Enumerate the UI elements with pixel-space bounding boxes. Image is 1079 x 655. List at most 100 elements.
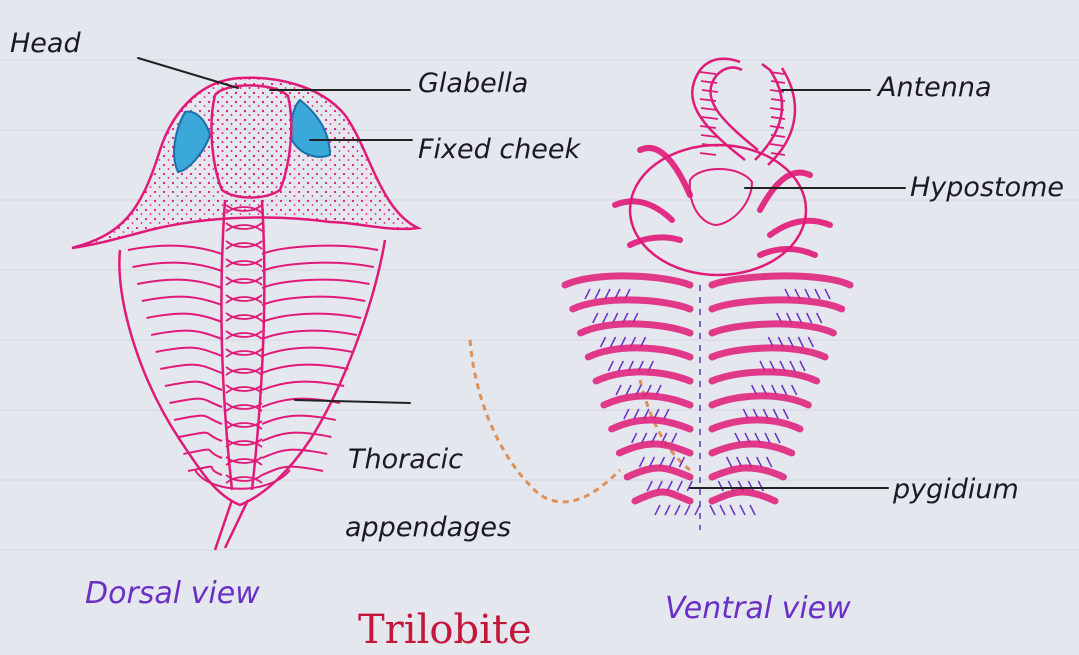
pleural-segment-right xyxy=(262,314,361,322)
leg-left xyxy=(573,300,690,309)
pleural-segment-left xyxy=(188,467,222,475)
leg-right xyxy=(712,276,850,285)
leg-right xyxy=(712,396,808,405)
axial-ring xyxy=(226,331,262,339)
pleural-segment-left xyxy=(142,297,222,305)
antenna-band-left xyxy=(700,126,716,128)
pleural-segment-right xyxy=(262,348,353,356)
leg-left xyxy=(596,372,690,381)
antenna-band-left xyxy=(700,99,716,101)
pleural-segment-left xyxy=(174,416,222,424)
dorsal-trilobite xyxy=(72,78,418,550)
pleural-segment-right xyxy=(262,331,357,339)
label-thoracic-appendages-line1: Thoracic xyxy=(348,444,463,475)
antenna-band-right xyxy=(771,153,785,155)
antenna-band-right xyxy=(771,99,785,101)
gill-branch-right xyxy=(718,481,723,491)
gill-branch-left xyxy=(665,505,670,515)
leg-right xyxy=(712,420,800,429)
leg-left xyxy=(581,324,690,333)
cephalon xyxy=(72,78,418,248)
glabella xyxy=(211,85,291,197)
gill-branch-right xyxy=(792,385,797,395)
gill-branch-right xyxy=(782,385,787,395)
axial-ring xyxy=(226,421,262,429)
diagram-title: Trilobite xyxy=(358,607,532,653)
gill-branch-left xyxy=(585,289,590,299)
pleural-segment-left xyxy=(183,450,222,458)
gill-branch-right xyxy=(790,361,795,371)
label-thoracic-appendages-line2: appendages xyxy=(345,512,511,543)
gill-branch-right xyxy=(720,505,725,515)
axial-ring xyxy=(226,241,262,249)
ventral-trilobite xyxy=(565,59,850,530)
leg-left xyxy=(588,348,690,357)
head-limb xyxy=(615,201,672,220)
label-head: Head xyxy=(10,28,81,59)
leg-right xyxy=(712,348,825,357)
pleural-segment-right xyxy=(262,382,344,390)
label-hypostome: Hypostome xyxy=(910,172,1064,203)
gill-branch-left xyxy=(632,433,637,443)
leg-right xyxy=(712,444,792,453)
gill-branch-right xyxy=(817,313,822,323)
pleural-segment-left xyxy=(146,314,222,322)
gill-branch-left xyxy=(611,337,616,347)
antenna-band-right xyxy=(770,144,784,146)
caption-ventral-view: Ventral view xyxy=(665,591,851,626)
axial-ring xyxy=(226,457,262,465)
axial-ring xyxy=(226,385,262,393)
gill-branch-right xyxy=(800,361,805,371)
gill-branch-left xyxy=(595,289,600,299)
gill-branch-left xyxy=(685,505,690,515)
axial-ring xyxy=(226,277,262,285)
gill-branch-left xyxy=(677,481,682,491)
gill-branch-right xyxy=(775,433,780,443)
gill-branch-left xyxy=(601,337,606,347)
axial-lobe xyxy=(221,200,264,490)
pleural-segment-left xyxy=(137,280,222,288)
antenna-band-left xyxy=(702,117,718,119)
gill-branch-right xyxy=(825,289,830,299)
gill-branch-right xyxy=(740,505,745,515)
gill-branch-left xyxy=(672,433,677,443)
leg-left xyxy=(635,492,690,501)
antenna-band-right xyxy=(770,126,784,128)
pleural-segment-left xyxy=(170,399,222,407)
pleural-segment-left xyxy=(156,348,222,356)
gill-branch-right xyxy=(807,313,812,323)
label-antenna: Antenna xyxy=(876,72,992,103)
gill-branch-right xyxy=(730,505,735,515)
gill-branch-right xyxy=(727,457,732,467)
leg-right xyxy=(712,324,833,333)
gill-branch-right xyxy=(767,457,772,467)
gill-branch-right xyxy=(758,481,763,491)
axial-ring xyxy=(226,223,262,231)
pleural-segment-right xyxy=(262,467,323,475)
axial-ring xyxy=(226,349,262,357)
gill-branch-left xyxy=(655,505,660,515)
label-fixed-cheek: Fixed cheek xyxy=(418,134,582,165)
pleural-segment-right xyxy=(262,433,331,441)
pleural-segment-left xyxy=(165,382,222,390)
gill-branch-right xyxy=(808,337,813,347)
caption-dorsal-view: Dorsal view xyxy=(85,576,260,611)
axial-ring xyxy=(226,367,262,375)
leg-right xyxy=(712,300,842,309)
leg-left xyxy=(565,276,690,285)
label-glabella: Glabella xyxy=(418,68,528,99)
gill-branch-left xyxy=(647,481,652,491)
gill-branch-right xyxy=(710,505,715,515)
antenna-band-left xyxy=(700,153,716,155)
antenna-band-left xyxy=(702,90,718,92)
gill-branch-left xyxy=(618,361,623,371)
gill-branch-left xyxy=(639,457,644,467)
pygidium-spine xyxy=(215,500,248,550)
pleural-segment-left xyxy=(179,433,222,441)
pleural-segment-left xyxy=(128,246,222,254)
pleural-segment-right xyxy=(262,365,348,373)
gill-branch-right xyxy=(728,481,733,491)
pleural-segment-right xyxy=(262,297,365,305)
leg-right xyxy=(712,468,783,477)
pleural-segment-left xyxy=(160,365,222,373)
